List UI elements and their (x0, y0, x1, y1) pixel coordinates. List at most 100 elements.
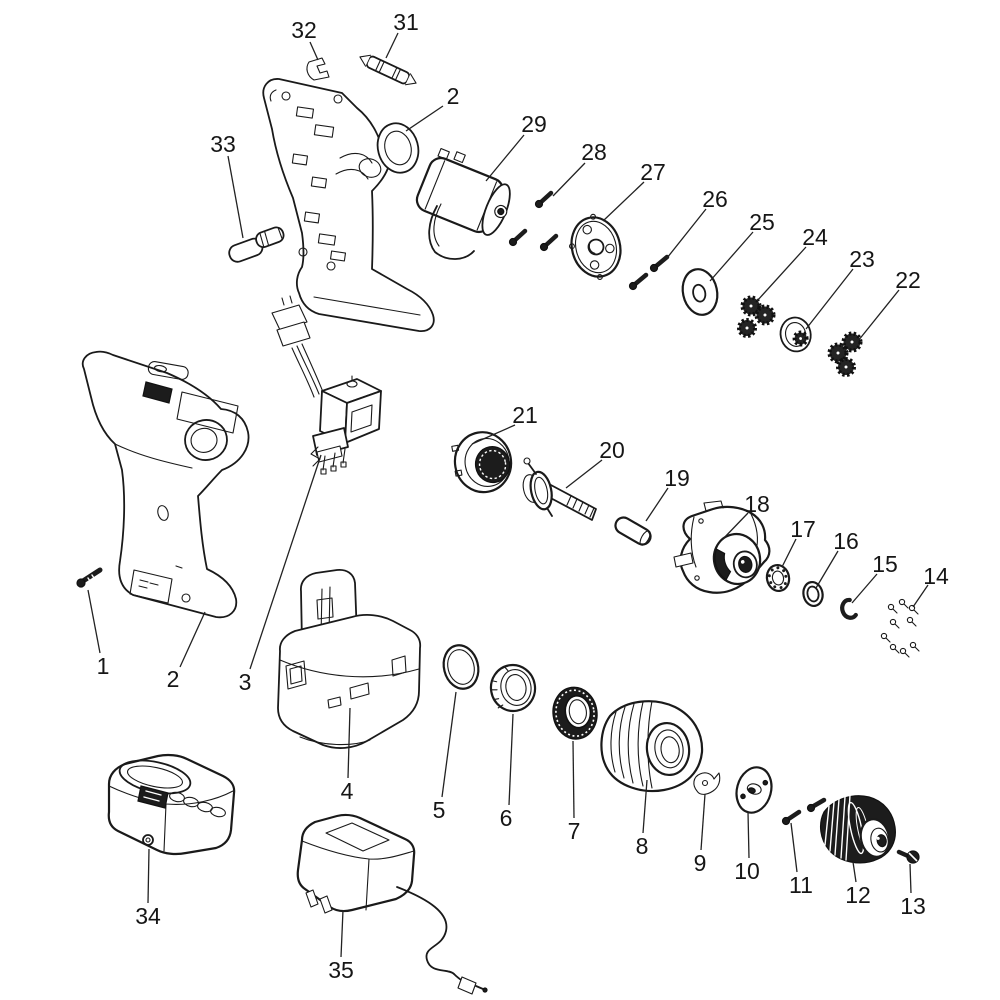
part-2-housing-right (262, 78, 435, 332)
part-17-bearing (765, 563, 791, 593)
part-14-detent-balls (880, 598, 920, 658)
callout-label-4-23: 4 (341, 778, 354, 804)
callout-leader-5-24 (441, 691, 457, 798)
part-2-housing-left (81, 350, 250, 619)
callout-label-19-14: 19 (664, 465, 690, 491)
callout-label-23-9: 23 (849, 246, 875, 272)
part-24-planet-gears (737, 295, 776, 338)
callout-leader-4-23 (347, 707, 351, 779)
callout-leader-33-11 (227, 155, 244, 239)
callout-leader-11-30 (790, 822, 798, 873)
callout-label-12-31: 12 (845, 882, 871, 908)
part-32-clip (306, 57, 330, 81)
callout-label-8-27: 8 (636, 833, 649, 859)
part-11-screws (781, 797, 827, 826)
callout-leader-27-5 (602, 181, 645, 222)
part-28-motor-screw (508, 190, 559, 252)
callout-label-35-34: 35 (328, 957, 354, 983)
part-26-screws (628, 254, 670, 291)
part-12-drill-chuck (819, 794, 896, 864)
part-9-spring-clip (693, 772, 721, 795)
part-13-chuck-screw (896, 849, 920, 864)
callout-label-27-5: 27 (640, 159, 666, 185)
callout-leader-2-21 (179, 611, 206, 668)
part-16-flat-washer (802, 580, 824, 608)
callout-label-25-7: 25 (749, 209, 775, 235)
part-6-collar-ring (489, 663, 537, 713)
callout-label-14-19: 14 (923, 563, 949, 589)
callout-label-3-22: 3 (239, 669, 252, 695)
callout-leader-7-26 (572, 740, 575, 819)
part-4-battery-pack (277, 569, 422, 749)
callout-label-7-26: 7 (568, 818, 581, 844)
callout-leader-14-19 (912, 584, 929, 608)
callout-leader-2-2 (405, 105, 444, 132)
callout-label-24-8: 24 (802, 224, 828, 250)
part-7-clutch-ring (552, 686, 598, 740)
part-21-ring-gear (451, 431, 513, 494)
callout-label-26-6: 26 (702, 186, 728, 212)
callout-leader-15-18 (851, 573, 878, 604)
callout-label-29-3: 29 (521, 111, 547, 137)
callout-leader-16-17 (815, 550, 839, 589)
part-25-washer (681, 268, 719, 316)
callout-label-16-17: 16 (833, 528, 859, 554)
callout-label-33-11: 33 (210, 131, 236, 157)
callout-label-6-25: 6 (500, 805, 513, 831)
part-34-charger-base (107, 753, 236, 856)
callout-leader-1-20 (87, 589, 101, 654)
callout-leader-25-7 (709, 231, 754, 282)
part-3-switch-assembly (271, 295, 382, 475)
callout-label-22-10: 22 (895, 267, 921, 293)
callout-label-18-15: 18 (744, 491, 770, 517)
callout-label-28-4: 28 (581, 139, 607, 165)
part-22-planet-gears (827, 331, 863, 377)
callout-label-13-32: 13 (900, 893, 926, 919)
callout-label-2-2: 2 (447, 83, 460, 109)
callout-leader-12-31 (852, 861, 857, 883)
part-33-bit-holder (228, 226, 285, 263)
callout-label-5-24: 5 (433, 797, 446, 823)
part-5-o-ring (442, 644, 480, 690)
callout-leader-22-10 (857, 289, 900, 342)
callout-leader-8-27 (642, 779, 648, 834)
callout-leader-10-29 (747, 811, 750, 859)
callout-leader-32-0 (309, 41, 319, 61)
part-23-gear-carrier (779, 316, 812, 353)
callout-leader-6-25 (508, 713, 514, 806)
part-20-output-spindle (522, 457, 597, 521)
callout-label-32-0: 32 (291, 17, 317, 43)
callout-leader-9-28 (700, 793, 706, 851)
callout-label-9-28: 9 (694, 850, 707, 876)
callout-label-20-13: 20 (599, 437, 625, 463)
callout-label-17-16: 17 (790, 516, 816, 542)
part-19-drive-pin (614, 516, 652, 546)
callout-label-1-20: 1 (97, 653, 110, 679)
callout-label-11-30: 11 (789, 872, 813, 898)
callout-label-31-1: 31 (393, 9, 419, 35)
callout-leader-26-6 (666, 208, 707, 259)
part-15-retaining-ring (840, 597, 858, 620)
callout-label-34-33: 34 (135, 903, 161, 929)
callout-leader-13-32 (909, 863, 912, 894)
callout-leader-23-9 (805, 268, 854, 330)
part-31-driver-bit (359, 54, 417, 86)
callout-leader-20-13 (565, 459, 603, 489)
callout-leader-18-15 (721, 512, 749, 541)
callout-label-15-18: 15 (872, 551, 898, 577)
callout-leader-17-16 (781, 538, 797, 568)
callout-leader-24-8 (756, 246, 807, 302)
part-1-housing-screw (76, 567, 103, 588)
callout-leader-29-3 (485, 134, 525, 182)
part-18-gear-case (673, 500, 771, 594)
callout-label-10-29: 10 (734, 858, 760, 884)
part-27-gear-plate (569, 213, 622, 280)
part-8-clutch-collar (600, 700, 704, 793)
part-29-motor (415, 147, 511, 260)
callout-leader-35-34 (340, 909, 344, 958)
callout-leader-34-33 (147, 848, 150, 904)
part-35-power-adapter (296, 813, 488, 995)
